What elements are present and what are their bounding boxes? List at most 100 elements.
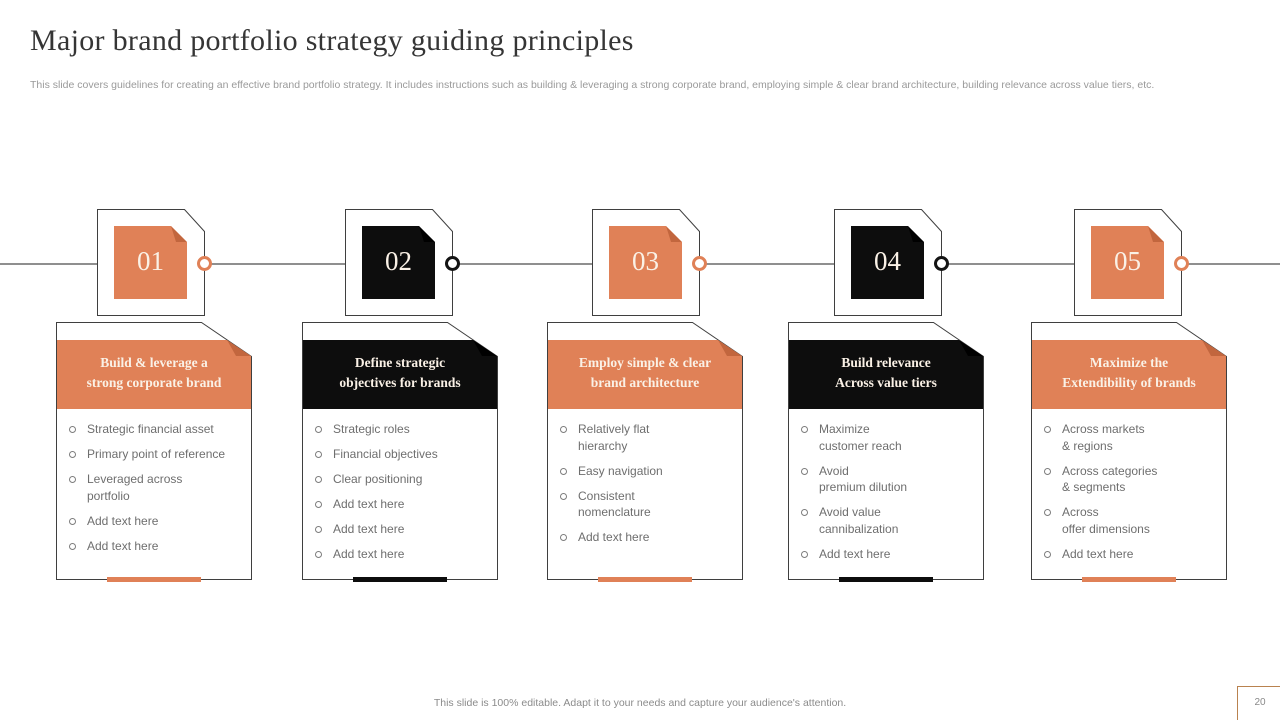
card-title: Build & leverage a strong corporate bran… bbox=[86, 355, 222, 390]
page-number: 20 bbox=[1254, 697, 1266, 708]
timeline-node-icon bbox=[934, 256, 949, 271]
list-item-text: Add text here bbox=[578, 530, 650, 544]
bullet-icon bbox=[315, 426, 322, 433]
list-item: Avoid value cannibalization bbox=[799, 504, 979, 537]
list-item: Add text here bbox=[799, 546, 979, 563]
bullet-icon bbox=[560, 534, 567, 541]
list-item: Add text here bbox=[558, 529, 738, 546]
list-item: Clear positioning bbox=[313, 471, 493, 488]
list-item-text: Across categories & segments bbox=[1062, 463, 1158, 495]
card-title: Maximize the Extendibility of brands bbox=[1062, 355, 1196, 390]
list-item: Add text here bbox=[67, 513, 247, 530]
step-number: 04 bbox=[874, 245, 901, 276]
step-badge-4: 04 bbox=[834, 209, 942, 316]
folded-corner-icon bbox=[959, 340, 983, 356]
list-item-text: Across offer dimensions bbox=[1062, 505, 1150, 536]
bullet-icon bbox=[69, 517, 76, 525]
list-item-text: Relatively flat hierarchy bbox=[578, 422, 650, 453]
bullet-icon bbox=[1044, 426, 1051, 433]
card-item-list: Relatively flat hierarchy Easy navigatio… bbox=[558, 421, 738, 554]
list-item: Add text here bbox=[313, 521, 493, 538]
card-header: Maximize the Extendibility of brands bbox=[1032, 340, 1226, 409]
step-number-tile: 02 bbox=[362, 226, 435, 299]
list-item: Relatively flat hierarchy bbox=[558, 421, 738, 454]
folded-corner-icon bbox=[171, 226, 187, 242]
bullet-icon bbox=[1044, 509, 1051, 516]
list-item: Add text here bbox=[313, 496, 493, 513]
card-header: Build & leverage a strong corporate bran… bbox=[57, 340, 251, 409]
timeline-node-icon bbox=[692, 256, 707, 271]
bullet-icon bbox=[801, 467, 808, 475]
page-title: Major brand portfolio strategy guiding p… bbox=[30, 24, 634, 57]
card-title: Define strategic objectives for brands bbox=[339, 355, 461, 390]
card-accent-bar bbox=[1082, 577, 1176, 582]
list-item: Across categories & segments bbox=[1042, 463, 1222, 496]
list-item-text: Easy navigation bbox=[578, 463, 663, 478]
list-item-text: Maximize customer reach bbox=[819, 422, 902, 453]
list-item-text: Clear positioning bbox=[333, 472, 423, 486]
bullet-icon bbox=[560, 426, 567, 433]
bullet-icon bbox=[801, 509, 808, 516]
bullet-icon bbox=[69, 426, 76, 433]
step-badge-3: 03 bbox=[592, 209, 700, 316]
card-accent-bar bbox=[107, 577, 201, 582]
list-item: Across markets & regions bbox=[1042, 421, 1222, 454]
step-number: 05 bbox=[1114, 245, 1141, 276]
step-badge-1: 01 bbox=[97, 209, 205, 316]
list-item-text: Strategic financial asset bbox=[87, 422, 214, 436]
list-item: Add text here bbox=[1042, 546, 1222, 563]
list-item: Add text here bbox=[313, 546, 493, 563]
list-item-text: Financial objectives bbox=[333, 447, 438, 461]
list-item: Primary point of reference bbox=[67, 446, 247, 463]
list-item-text: Consistent nomenclature bbox=[578, 488, 651, 520]
list-item-text: Avoid premium dilution bbox=[819, 463, 908, 495]
list-item: Strategic roles bbox=[313, 421, 493, 438]
list-item: Easy navigation bbox=[558, 463, 738, 480]
footer-note: This slide is 100% editable. Adapt it to… bbox=[433, 697, 847, 709]
step-number-tile: 04 bbox=[851, 226, 924, 299]
bullet-icon bbox=[1044, 550, 1051, 558]
list-item-text: Add text here bbox=[333, 547, 405, 561]
list-item: Consistent nomenclature bbox=[558, 488, 738, 521]
card-item-list: Maximize customer reach Avoid premium di… bbox=[799, 421, 979, 571]
card-accent-bar bbox=[353, 577, 447, 582]
principle-card-2: Define strategic objectives for brands S… bbox=[302, 322, 498, 582]
principle-card-4: Build relevance Across value tiers Maxim… bbox=[788, 322, 984, 582]
list-item: Strategic financial asset bbox=[67, 421, 247, 438]
bullet-icon bbox=[315, 551, 322, 558]
list-item-text: Add text here bbox=[333, 522, 405, 536]
step-badge-5: 05 bbox=[1074, 209, 1182, 316]
timeline-node-icon bbox=[445, 256, 460, 271]
card-title: Employ simple & clear brand architecture bbox=[578, 355, 712, 390]
folded-corner-icon bbox=[227, 340, 251, 356]
principle-card-3: Employ simple & clear brand architecture… bbox=[547, 322, 743, 582]
card-header: Define strategic objectives for brands bbox=[303, 340, 497, 409]
folded-corner-icon bbox=[908, 226, 924, 242]
folded-corner-icon bbox=[1148, 226, 1164, 242]
folded-corner-icon bbox=[1202, 340, 1226, 356]
step-badge-2: 02 bbox=[345, 209, 453, 316]
bullet-icon bbox=[801, 550, 808, 558]
list-item: Across offer dimensions bbox=[1042, 504, 1222, 537]
card-accent-bar bbox=[598, 577, 692, 582]
bullet-icon bbox=[315, 501, 322, 508]
bullet-icon bbox=[560, 467, 567, 475]
list-item-text: Add text here bbox=[333, 497, 405, 511]
page-number-box: 20 bbox=[1237, 686, 1280, 720]
bullet-icon bbox=[560, 492, 567, 500]
list-item-text: Primary point of reference bbox=[87, 447, 226, 461]
principle-card-1: Build & leverage a strong corporate bran… bbox=[56, 322, 252, 582]
folded-corner-icon bbox=[419, 226, 435, 242]
card-header: Build relevance Across value tiers bbox=[789, 340, 983, 409]
card-item-list: Strategic financial asset Primary point … bbox=[67, 421, 247, 563]
step-number: 03 bbox=[632, 245, 659, 276]
list-item: Maximize customer reach bbox=[799, 421, 979, 454]
list-item-text: Strategic roles bbox=[333, 422, 410, 436]
bullet-icon bbox=[69, 451, 76, 458]
folded-corner-icon bbox=[473, 340, 497, 356]
step-number-tile: 03 bbox=[609, 226, 682, 299]
page-subtitle: This slide covers guidelines for creatin… bbox=[30, 79, 1155, 91]
list-item: Add text here bbox=[67, 538, 247, 555]
card-header: Employ simple & clear brand architecture bbox=[548, 340, 742, 409]
list-item: Leveraged across portfolio bbox=[67, 471, 247, 504]
